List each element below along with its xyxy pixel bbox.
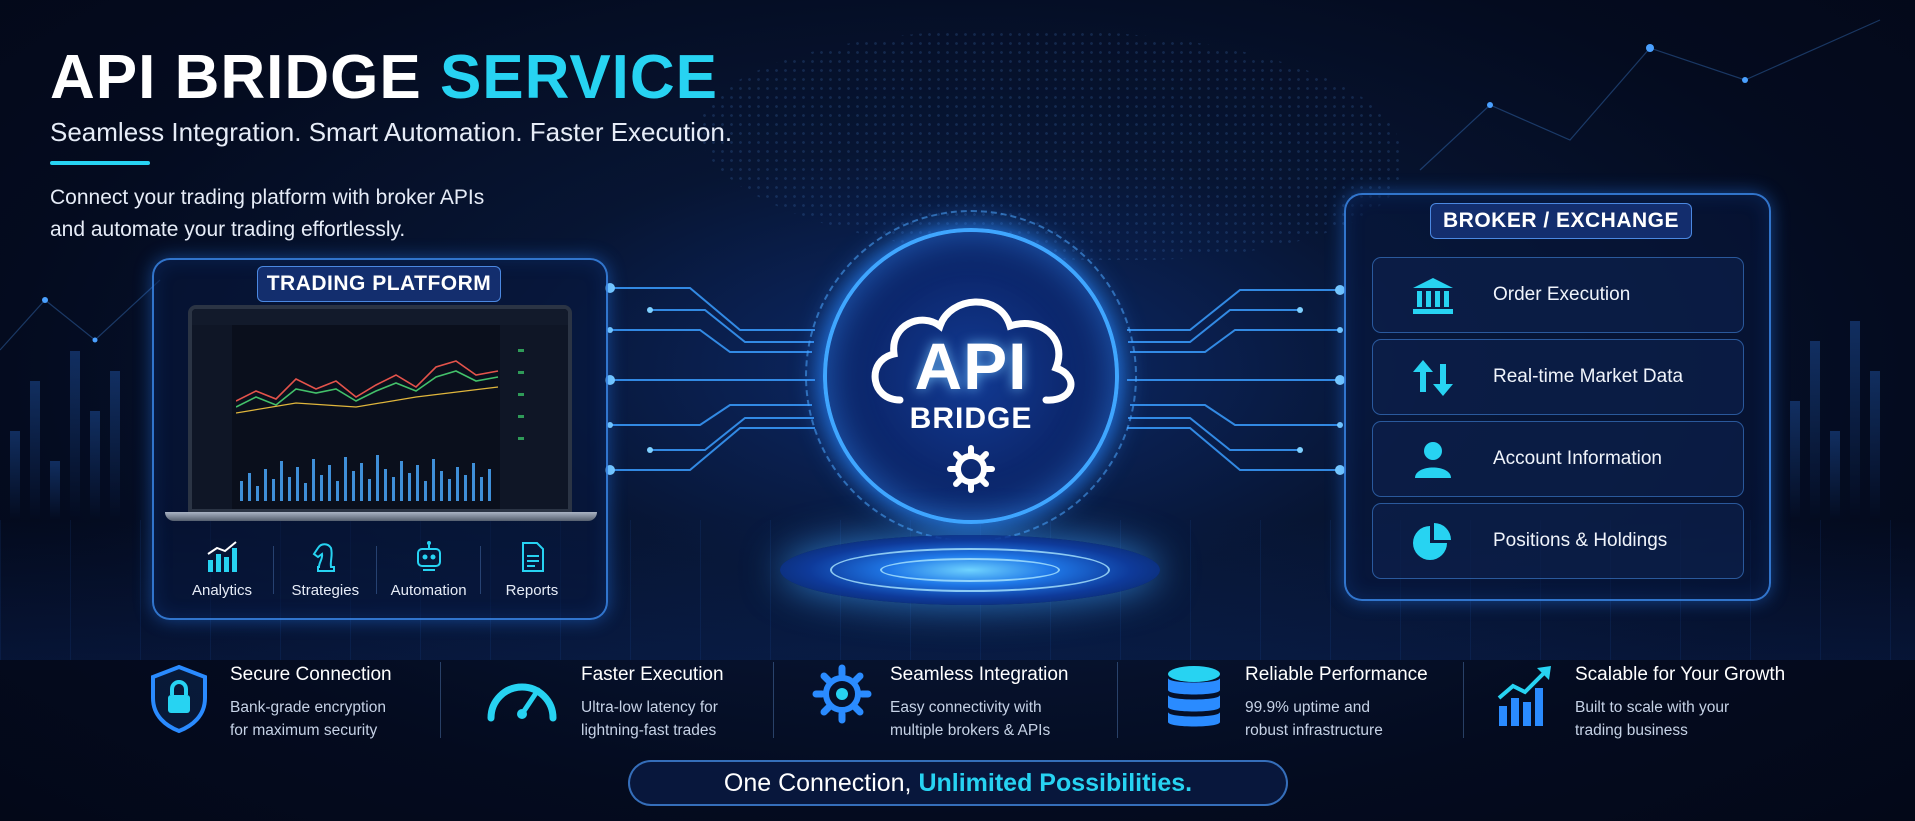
speedometer-icon [487, 683, 557, 722]
tool-divider [376, 546, 378, 594]
feature-scalable-growth: Scalable for Your Growth Built to scale … [1495, 660, 1805, 740]
core-title: API [914, 329, 1028, 403]
feature-desc-line2: multiple brokers & APIs [890, 722, 1051, 739]
cloud-icon [871, 298, 1075, 404]
user-icon [1415, 442, 1451, 478]
feature-desc-line2: lightning-fast trades [581, 722, 717, 739]
pie-chart-icon [1413, 523, 1451, 560]
intro-text: Connect your trading platform with broke… [50, 182, 570, 246]
world-map-background [700, 30, 1400, 260]
tool-divider [479, 546, 481, 594]
intro-line-1: Connect your trading platform with broke… [50, 186, 485, 209]
tool-strategies[interactable]: Strategies [280, 540, 370, 600]
tagline-main: One Connection, [723, 769, 912, 797]
document-icon [521, 542, 544, 572]
tool-label: Reports [505, 582, 559, 599]
broker-item-label: Account Information [1493, 448, 1662, 469]
feature-title: Reliable Performance [1245, 664, 1428, 685]
bar-chart-icon [207, 541, 237, 572]
feature-faster-execution: Faster Execution Ultra-low latency for l… [483, 660, 763, 740]
feature-divider [773, 662, 774, 738]
feature-divider [1117, 662, 1118, 738]
page-subtitle: Seamless Integration. Smart Automation. … [50, 117, 733, 147]
feature-divider [440, 662, 441, 738]
feature-title: Seamless Integration [890, 664, 1069, 685]
trading-platform-label: TRADING PLATFORM [257, 266, 501, 302]
feature-desc-line1: Built to scale with your [1575, 699, 1730, 716]
chess-knight-icon [312, 543, 336, 572]
database-icon [1168, 666, 1220, 727]
tool-automation[interactable]: Automation [384, 540, 474, 600]
broker-item-account-info[interactable]: Account Information [1372, 421, 1744, 497]
feature-secure-connection: Secure Connection Bank-grade encryption … [148, 660, 408, 740]
bank-icon [1413, 278, 1453, 314]
tool-label: Automation [390, 582, 467, 599]
core-subtitle: BRIDGE [909, 402, 1033, 435]
pedestal-ring [830, 548, 1110, 592]
feature-desc-line2: robust infrastructure [1245, 722, 1383, 739]
gear-icon [812, 664, 872, 724]
intro-line-2: and automate your trading effortlessly. [50, 218, 406, 241]
feature-desc-line2: for maximum security [230, 722, 378, 739]
feature-desc-line1: Ultra-low latency for [581, 699, 718, 716]
pedestal-ring-inner [880, 558, 1060, 582]
broker-item-label: Real-time Market Data [1493, 366, 1684, 387]
title-accent: SERVICE [439, 43, 719, 112]
up-down-arrows-icon [1413, 360, 1453, 396]
broker-item-label: Order Execution [1493, 284, 1631, 305]
shield-lock-icon [151, 664, 207, 734]
tool-analytics[interactable]: Analytics [177, 540, 267, 600]
tool-reports[interactable]: Reports [487, 540, 577, 600]
laptop-screen [188, 305, 572, 513]
feature-title: Scalable for Your Growth [1575, 664, 1786, 685]
broker-item-label: Positions & Holdings [1493, 530, 1668, 551]
feature-divider [1463, 662, 1464, 738]
background-candles-left [10, 321, 120, 521]
page-title: API BRIDGE SERVICE [50, 42, 718, 113]
gear-icon [947, 445, 995, 493]
feature-title: Faster Execution [581, 664, 724, 685]
broker-item-order-execution[interactable]: Order Execution [1372, 257, 1744, 333]
feature-desc-line1: Bank-grade encryption [230, 699, 386, 716]
broker-exchange-label: BROKER / EXCHANGE [1430, 203, 1692, 239]
feature-title: Secure Connection [230, 664, 392, 685]
platform-tools: Analytics Strategies Automation Reports [177, 540, 577, 600]
tool-label: Analytics [191, 582, 253, 599]
robot-icon [416, 541, 441, 571]
title-underline [50, 161, 150, 165]
background-candles-right [1790, 321, 1880, 521]
feature-desc-line1: 99.9% uptime and [1245, 699, 1370, 716]
growth-chart-icon [1497, 666, 1551, 726]
feature-seamless-integration: Seamless Integration Easy connectivity w… [812, 660, 1102, 740]
laptop-base [165, 512, 597, 521]
title-main: API BRIDGE [50, 43, 422, 112]
broker-item-market-data[interactable]: Real-time Market Data [1372, 339, 1744, 415]
feature-reliable-performance: Reliable Performance 99.9% uptime and ro… [1165, 660, 1455, 740]
tagline-banner: One Connection, Unlimited Possibilities. [628, 760, 1288, 806]
trading-chart-thumbnail [236, 360, 499, 501]
broker-item-positions[interactable]: Positions & Holdings [1372, 503, 1744, 579]
tool-divider [273, 546, 275, 594]
feature-desc-line2: trading business [1575, 722, 1688, 739]
tagline-accent: Unlimited Possibilities. [918, 769, 1193, 797]
feature-desc-line1: Easy connectivity with [890, 699, 1042, 716]
tool-label: Strategies [291, 582, 360, 599]
